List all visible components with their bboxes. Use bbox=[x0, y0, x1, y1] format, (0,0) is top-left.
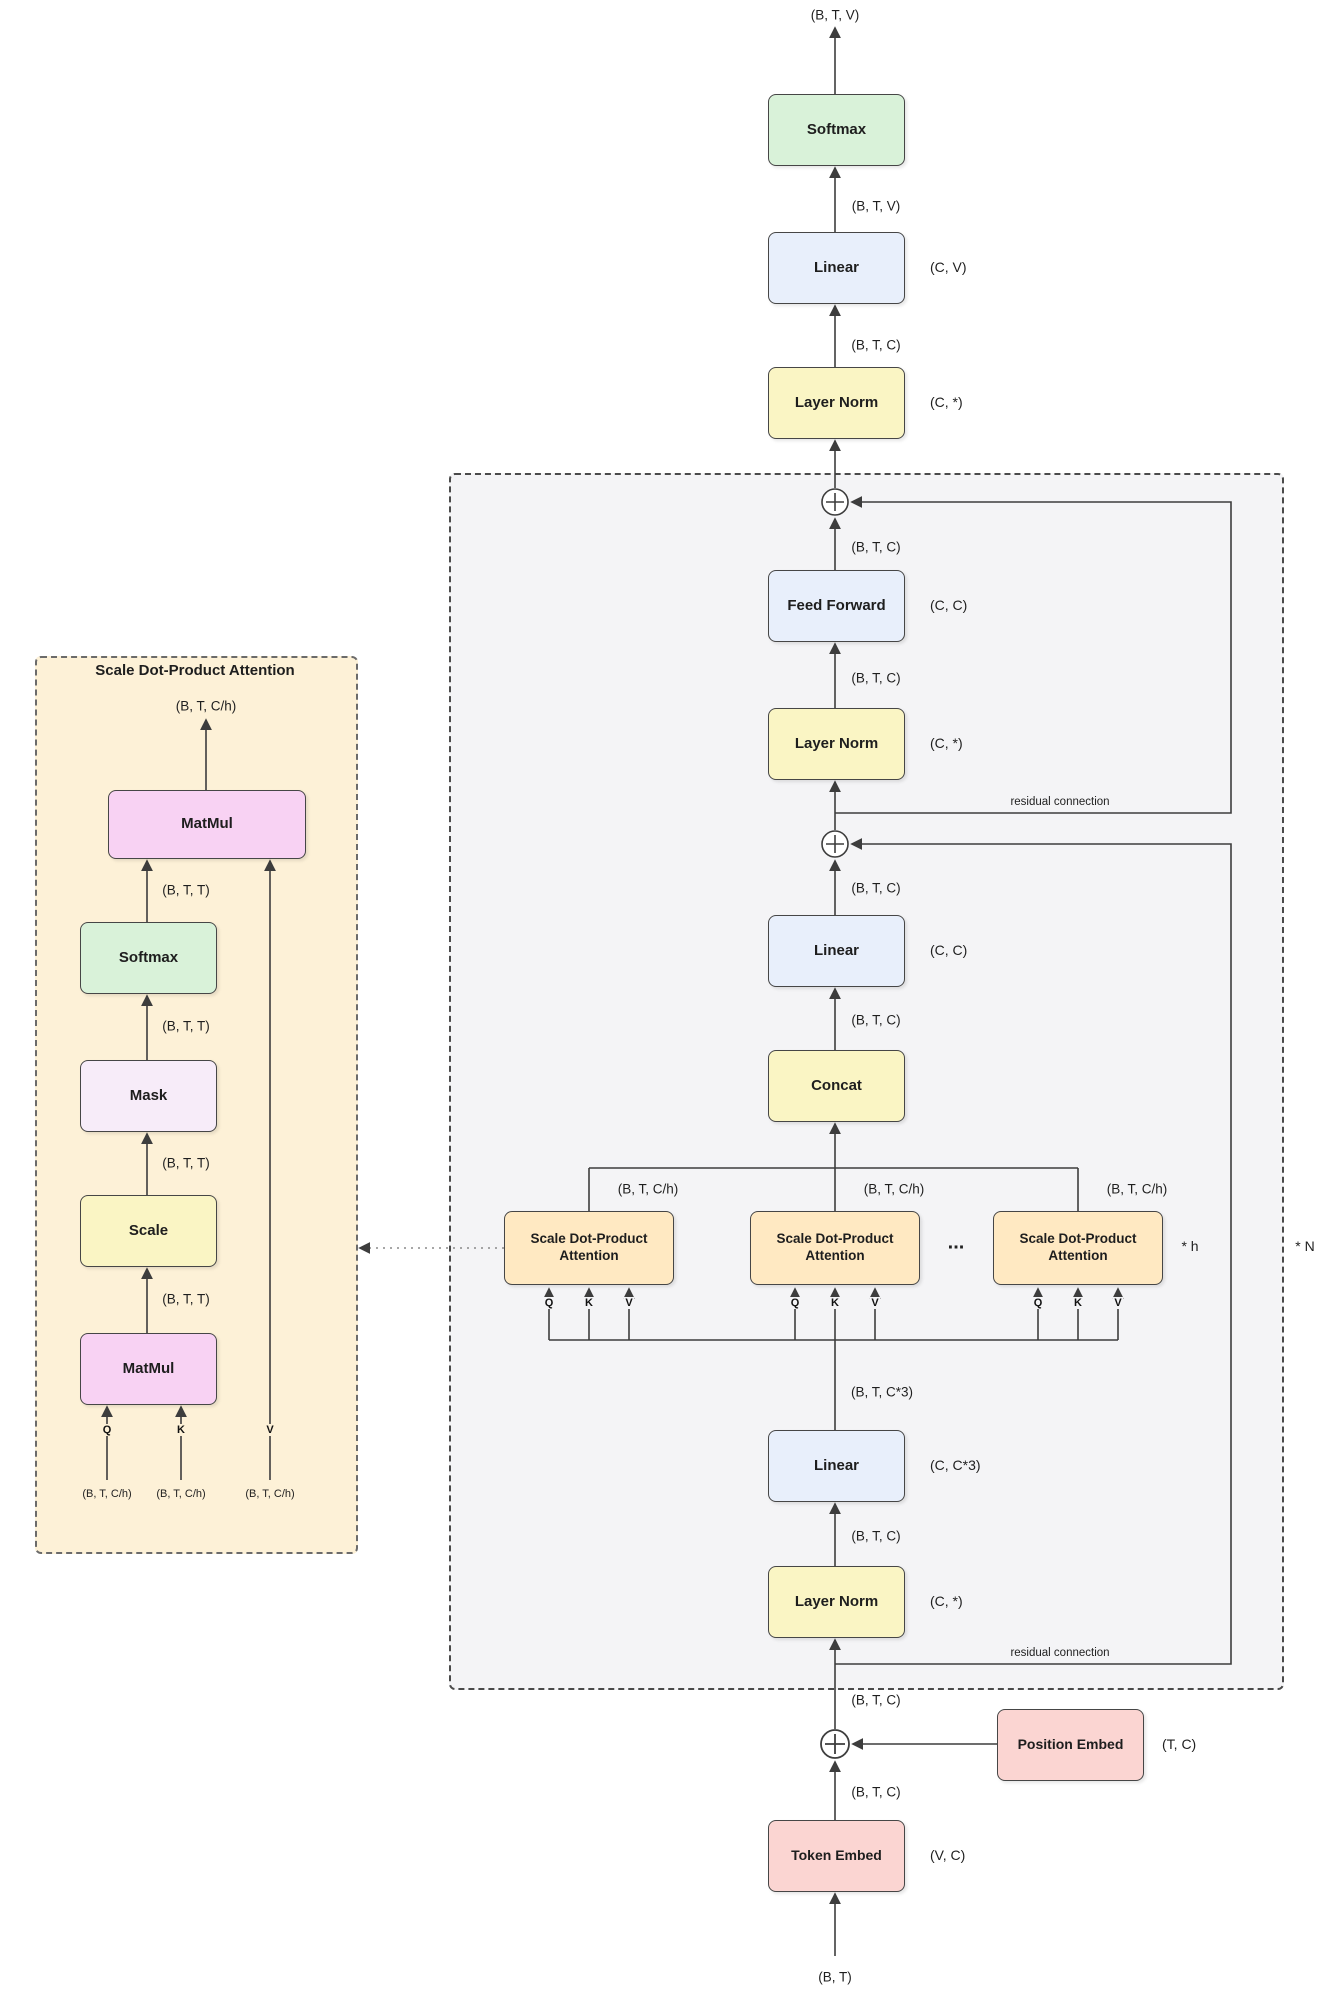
k-label: K bbox=[583, 1297, 595, 1309]
weight-label-linear-output: (C, V) bbox=[930, 259, 967, 275]
weight-label-linear-qkv: (C, C*3) bbox=[930, 1457, 981, 1473]
node-linear-qkv: Linear bbox=[768, 1430, 905, 1502]
node-softmax-output: Softmax bbox=[768, 94, 905, 166]
shape-label: (B, T, T) bbox=[162, 1291, 210, 1307]
shape-label: (B, T, C/h) bbox=[1106, 1181, 1168, 1197]
shape-label: (B, T, C*3) bbox=[850, 1384, 914, 1400]
shape-label: (B, T, C) bbox=[851, 1784, 901, 1800]
k-label: K bbox=[829, 1297, 841, 1309]
residual-connection-label-upper: residual connection bbox=[1010, 796, 1110, 808]
weight-label-token-embed: (V, C) bbox=[930, 1847, 966, 1863]
node-layer-norm-final: Layer Norm bbox=[768, 367, 905, 439]
node-softmax-detail: Softmax bbox=[80, 922, 217, 994]
node-matmul-qk: MatMul bbox=[80, 1333, 217, 1405]
node-layer-norm-2: Layer Norm bbox=[768, 708, 905, 780]
shape-label-v-in: (B, T, C/h) bbox=[245, 1488, 295, 1500]
node-layer-norm-1: Layer Norm bbox=[768, 1566, 905, 1638]
shape-label-q-in: (B, T, C/h) bbox=[82, 1488, 132, 1500]
shape-label: (B, T, C/h) bbox=[617, 1181, 679, 1197]
k-label: K bbox=[1072, 1297, 1084, 1309]
k-label-detail: K bbox=[175, 1424, 187, 1436]
shape-label: (B, T, C) bbox=[851, 670, 901, 686]
detail-panel-title: Scale Dot-Product Attention bbox=[95, 662, 295, 679]
node-feed-forward: Feed Forward bbox=[768, 570, 905, 642]
node-linear-output: Linear bbox=[768, 232, 905, 304]
weight-label-layer-norm-final: (C, *) bbox=[930, 394, 963, 410]
node-mask: Mask bbox=[80, 1060, 217, 1132]
node-linear-proj: Linear bbox=[768, 915, 905, 987]
node-attention-head-3: Scale Dot-Product Attention bbox=[993, 1211, 1163, 1285]
node-token-embed: Token Embed bbox=[768, 1820, 905, 1892]
node-position-embed: Position Embed bbox=[997, 1709, 1144, 1781]
shape-label: (B, T, C) bbox=[851, 1692, 901, 1708]
weight-label-layer-norm-1: (C, *) bbox=[930, 1593, 963, 1609]
q-label: Q bbox=[1031, 1297, 1045, 1309]
v-label: V bbox=[869, 1297, 881, 1309]
heads-ellipsis: ... bbox=[947, 1231, 965, 1254]
q-label-detail: Q bbox=[100, 1424, 114, 1436]
node-matmul-out: MatMul bbox=[108, 790, 306, 859]
v-label: V bbox=[1112, 1297, 1124, 1309]
shape-label: (B, T, T) bbox=[162, 1018, 210, 1034]
per-layer-multiplier: * N bbox=[1295, 1238, 1315, 1254]
weight-label-position-embed: (T, C) bbox=[1162, 1736, 1197, 1752]
shape-label: (B, T, C/h) bbox=[863, 1181, 925, 1197]
shape-label: (B, T, T) bbox=[162, 1155, 210, 1171]
shape-label: (B, T, T) bbox=[162, 882, 210, 898]
node-attention-head-1: Scale Dot-Product Attention bbox=[504, 1211, 674, 1285]
residual-connection-label-lower: residual connection bbox=[1010, 1647, 1110, 1659]
weight-label-feed-forward: (C, C) bbox=[930, 597, 968, 613]
weight-label-layer-norm-2: (C, *) bbox=[930, 735, 963, 751]
shape-label: (B, T, C) bbox=[851, 539, 901, 555]
shape-label-input: (B, T) bbox=[818, 1969, 852, 1985]
shape-label: (B, T, V) bbox=[851, 198, 901, 214]
node-attention-head-2: Scale Dot-Product Attention bbox=[750, 1211, 920, 1285]
weight-label-linear-proj: (C, C) bbox=[930, 942, 968, 958]
node-scale: Scale bbox=[80, 1195, 217, 1267]
add-node-embed bbox=[820, 1729, 850, 1759]
shape-label-output-top: (B, T, V) bbox=[810, 7, 860, 23]
shape-label-k-in: (B, T, C/h) bbox=[156, 1488, 206, 1500]
shape-label: (B, T, C) bbox=[851, 1528, 901, 1544]
shape-label: (B, T, C) bbox=[851, 1012, 901, 1028]
shape-label: (B, T, C) bbox=[851, 880, 901, 896]
node-concat: Concat bbox=[768, 1050, 905, 1122]
q-label: Q bbox=[788, 1297, 802, 1309]
q-label: Q bbox=[542, 1297, 556, 1309]
shape-label: (B, T, C) bbox=[851, 337, 901, 353]
v-label-detail: V bbox=[264, 1424, 276, 1436]
per-head-multiplier: * h bbox=[1181, 1238, 1199, 1254]
shape-label-detail-out: (B, T, C/h) bbox=[175, 698, 237, 714]
v-label: V bbox=[623, 1297, 635, 1309]
